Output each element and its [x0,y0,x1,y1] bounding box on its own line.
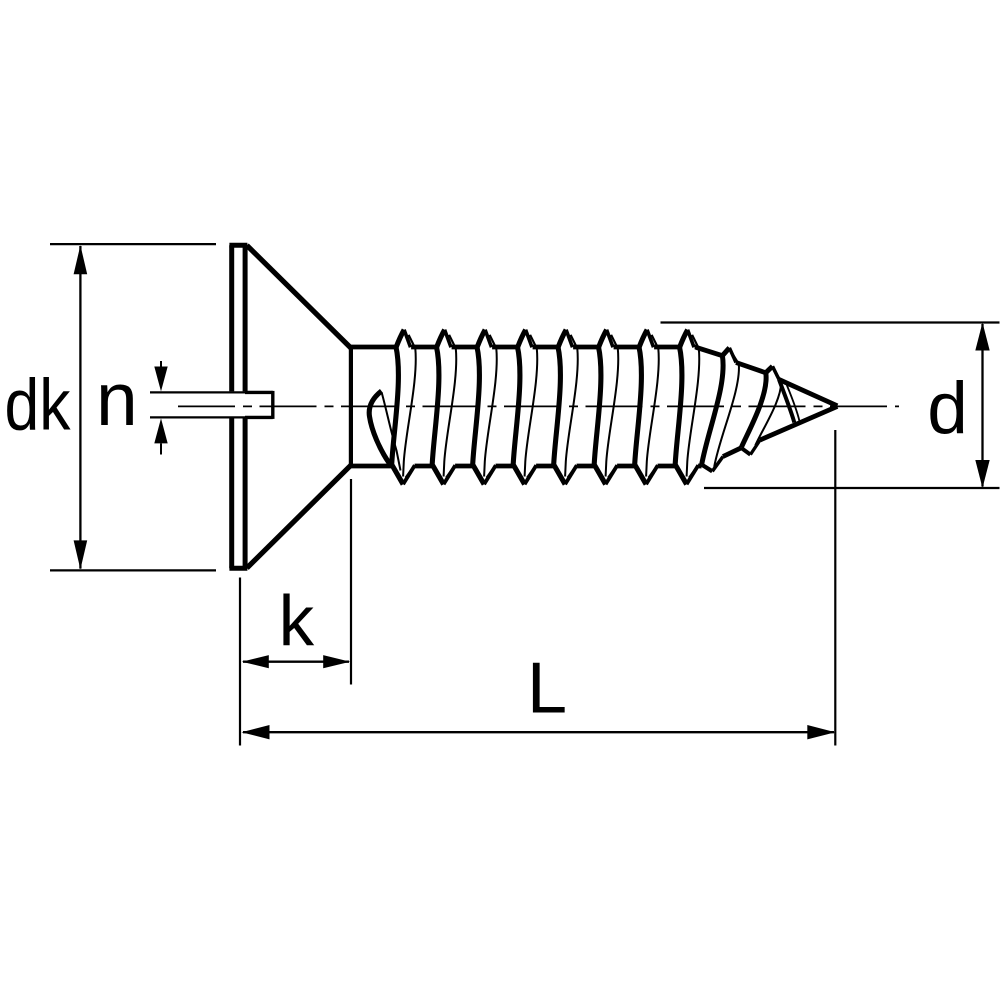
svg-text:k: k [279,583,315,662]
svg-text:d: d [927,368,968,449]
svg-text:n: n [96,357,138,441]
svg-text:dk: dk [5,366,72,446]
svg-text:L: L [527,649,567,729]
